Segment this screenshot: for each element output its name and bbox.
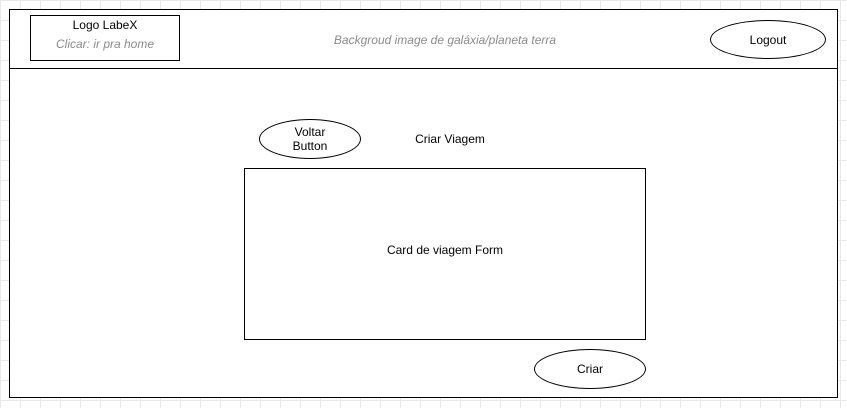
back-button[interactable]: Voltar Button	[259, 119, 361, 159]
logo-subtitle: Clicar: ir pra home	[55, 37, 155, 51]
trip-card-form-label: Card de viagem Form	[386, 242, 504, 257]
create-button-label: Criar	[577, 362, 603, 376]
logout-button-label: Logout	[749, 32, 787, 47]
trip-card-form[interactable]: Card de viagem Form	[244, 168, 646, 340]
page-frame: Logo LabeX Clicar: ir pra home Backgroud…	[9, 9, 838, 398]
logo-home-link[interactable]: Logo LabeX Clicar: ir pra home	[30, 15, 180, 61]
back-button-label: Voltar Button	[292, 125, 328, 153]
page-title: Criar Viagem	[415, 132, 485, 146]
logout-button[interactable]: Logout	[710, 20, 826, 59]
logo-title: Logo LabeX	[72, 18, 138, 32]
create-button[interactable]: Criar	[534, 349, 646, 389]
background-note: Backgroud image de galáxia/planeta terra	[333, 33, 557, 47]
header-divider	[10, 68, 837, 69]
